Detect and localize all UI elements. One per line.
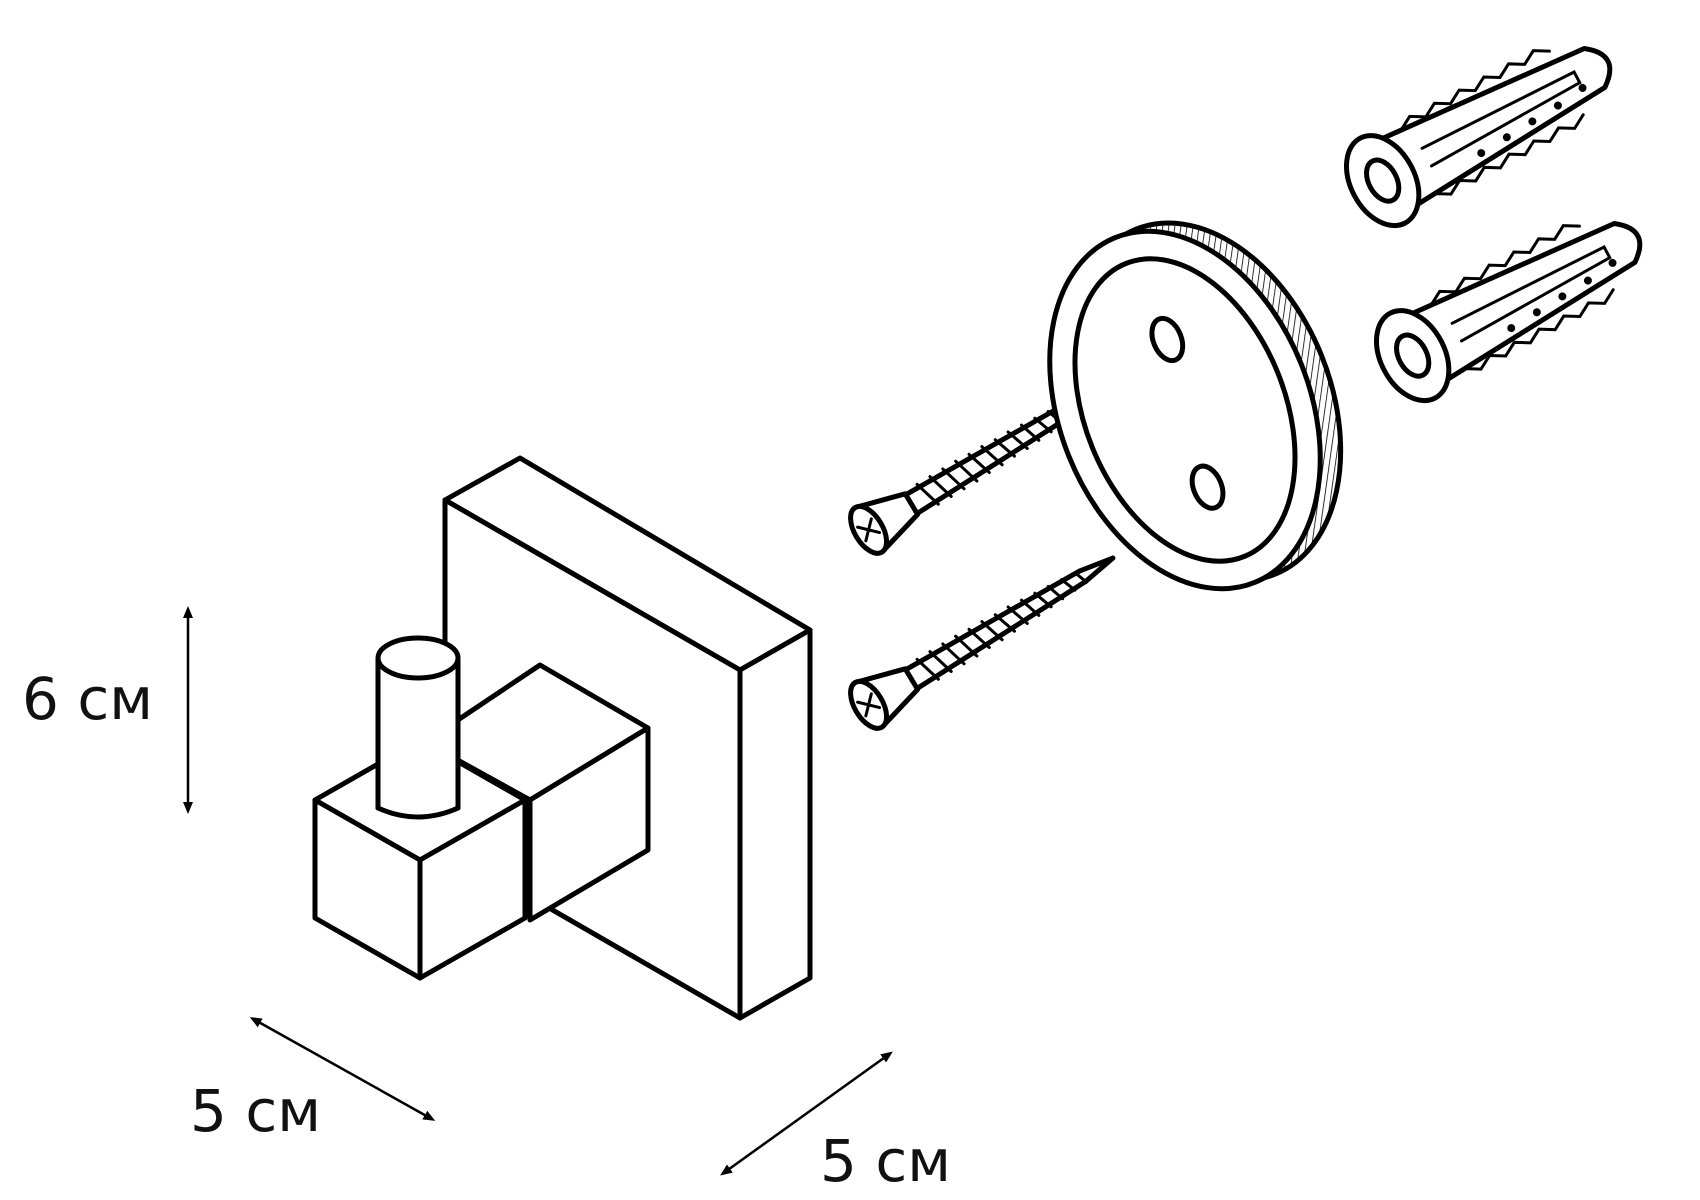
wall-plug-upper [1344,46,1613,229]
screw-lower [848,555,1116,731]
hook-block-back [422,662,651,923]
hook [312,455,813,1021]
depth-dimension-label: 5 см [190,1077,321,1145]
depth-dimension-arrow [249,1017,436,1121]
width-dimension-arrow [720,1051,893,1176]
hook-block-front [312,737,528,981]
hook-peg [375,635,461,820]
width-dimension-label: 5 см [820,1127,951,1195]
wall-plug-lower [1374,221,1643,404]
mounting-ring [1047,220,1344,592]
height-dimension-label: 6 см [22,665,153,733]
